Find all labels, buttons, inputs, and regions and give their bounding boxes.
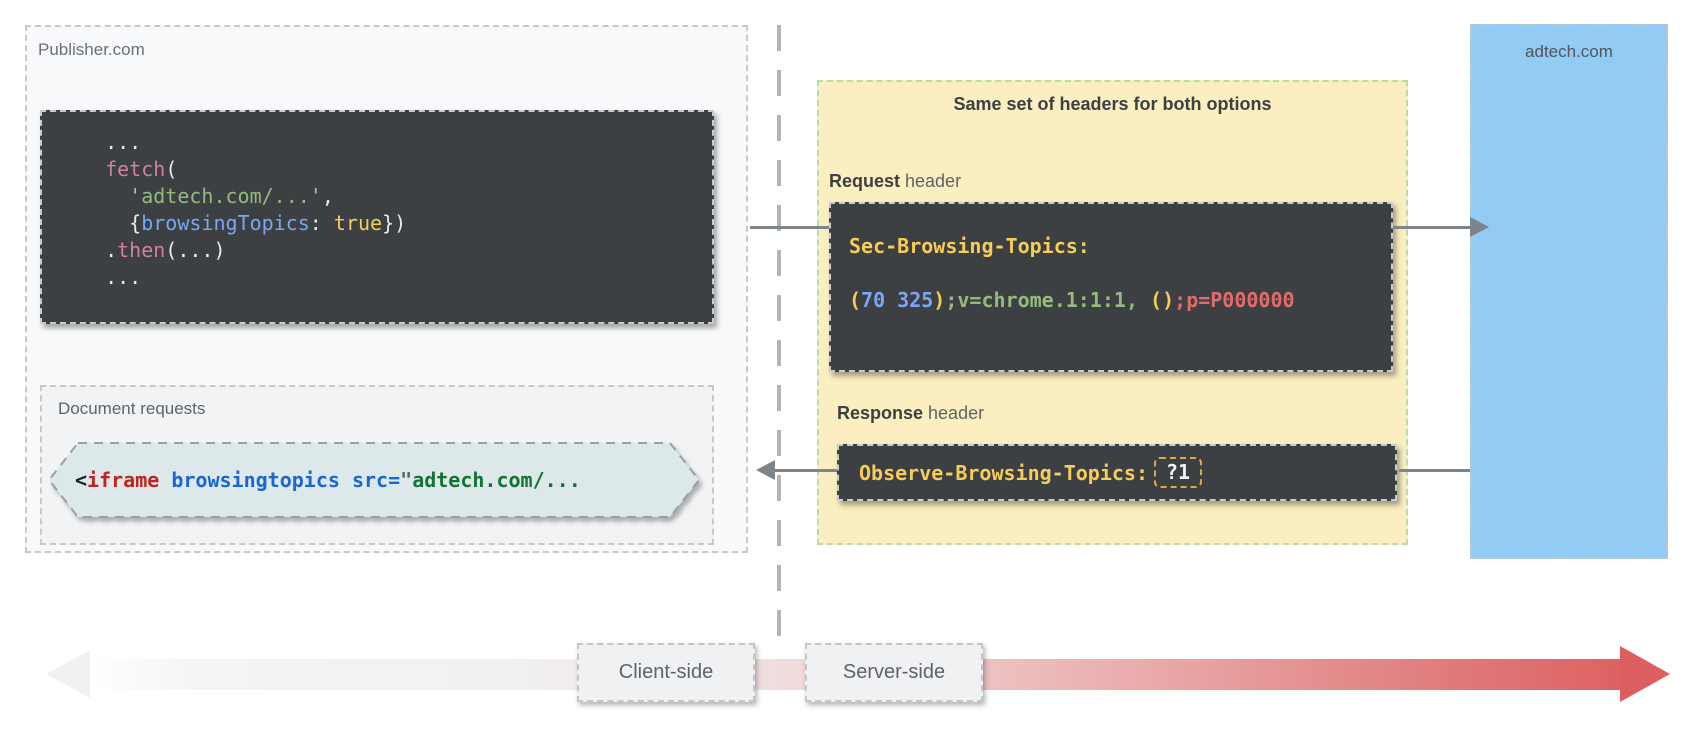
timeline-right-arrowhead-icon (1620, 646, 1670, 702)
response-arrow-left-segment (774, 469, 837, 472)
request-header-label-bold: Request (829, 171, 901, 191)
response-arrow-right-segment (1399, 469, 1470, 472)
response-header-code-block: Observe-Browsing-Topics: ?1 (837, 444, 1397, 501)
response-header-label-bold: Response (837, 403, 924, 423)
response-header-label-rest: header (923, 403, 985, 423)
fetch-code-line: .then(...) (81, 238, 226, 262)
request-header-value: (70 325);v=chrome.1:1:1, ();p=P000000 (849, 288, 1295, 312)
response-header-value-chip: ?1 (1153, 457, 1203, 488)
client-server-divider-line (777, 25, 781, 647)
response-arrowhead-icon (756, 460, 775, 480)
request-arrow-right-segment (1393, 226, 1473, 229)
request-header-name: Sec-Browsing-Topics: (849, 234, 1090, 258)
request-header-label: Request header (829, 171, 961, 192)
headers-panel-title: Same set of headers for both options (953, 94, 1272, 114)
request-header-label-rest: header (900, 171, 962, 191)
iframe-code: <iframe browsingtopics src="adtech.com/.… (75, 468, 581, 492)
fetch-code-block: ... fetch( 'adtech.com/...', {browsingTo… (40, 110, 714, 324)
fetch-code-line: 'adtech.com/...', (129, 184, 334, 208)
adtech-panel (1470, 24, 1668, 559)
client-side-box: Client-side (577, 643, 755, 702)
request-arrowhead-icon (1470, 217, 1489, 237)
iframe-hexagon-shape (47, 442, 701, 518)
response-header-label: Response header (837, 403, 984, 424)
publisher-label: Publisher.com (38, 40, 145, 59)
fetch-code-line: {browsingTopics: true}) (81, 211, 407, 235)
fetch-code-line: ... (81, 265, 142, 289)
server-side-box: Server-side (805, 643, 983, 702)
fetch-code-line: fetch( (105, 157, 178, 181)
fetch-code-line: ... (81, 130, 142, 154)
server-side-label: Server-side (842, 661, 946, 683)
document-requests-label: Document requests (58, 399, 206, 418)
client-side-label: Client-side (618, 661, 714, 683)
request-header-code-block: Sec-Browsing-Topics: (70 325);v=chrome.1… (829, 202, 1393, 372)
fetch-code: ... fetch( 'adtech.com/...', {browsingTo… (42, 112, 712, 291)
timeline-left-arrowhead-icon (46, 650, 90, 698)
response-header-name: Observe-Browsing-Topics: (859, 460, 1148, 485)
adtech-label: adtech.com (1525, 42, 1613, 61)
request-arrow-left-segment (750, 226, 829, 229)
